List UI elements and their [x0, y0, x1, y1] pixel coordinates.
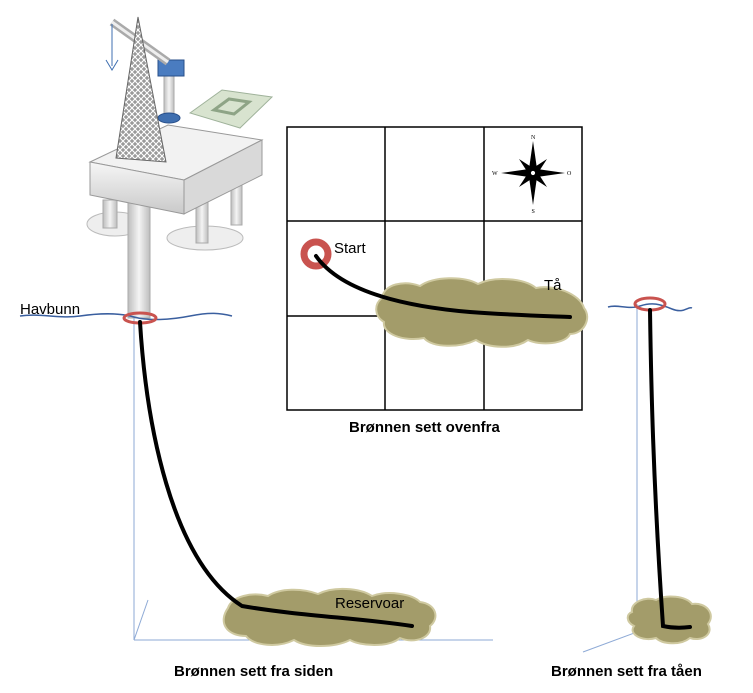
- seabed-label: Havbunn: [20, 301, 80, 318]
- well-path-top: [314, 254, 572, 319]
- compass-label-e: O: [567, 171, 572, 177]
- helipad-mark: [210, 97, 253, 116]
- compass-point-s: [529, 177, 537, 205]
- well-path-toe: [648, 308, 692, 630]
- side-view: Havbunn Reservoar Brønnen sett fra siden: [19, 16, 493, 680]
- drilling-platform: [86, 16, 274, 319]
- compass-label-w: W: [492, 171, 498, 177]
- compass-label-s: S: [532, 209, 535, 215]
- crane-base: [157, 112, 181, 124]
- toe-label: Tå: [544, 277, 562, 294]
- compass-center: [530, 170, 536, 176]
- compass-point-w: [501, 169, 529, 177]
- well-path-side: [138, 320, 414, 628]
- toe-depth-axis: [582, 631, 638, 653]
- compass-point-e: [537, 169, 565, 177]
- toe-view: Brønnen sett fra tåen: [551, 296, 712, 680]
- top-view: N S W O Start Tå Brønnen sett ovenfra: [286, 126, 589, 436]
- caption-toe-view: Brønnen sett fra tåen: [551, 663, 702, 680]
- seabed-line-side: [19, 312, 233, 321]
- reservoir-label: Reservoar: [335, 595, 404, 612]
- start-ring: [300, 238, 332, 270]
- caption-top-view: Brønnen sett ovenfra: [349, 419, 501, 436]
- derrick: [115, 16, 167, 163]
- caption-side-view: Brønnen sett fra siden: [174, 663, 333, 680]
- compass-label-n: N: [531, 135, 536, 141]
- compass-point-n: [529, 141, 537, 169]
- platform-leg-front: [102, 199, 118, 229]
- seabed-line-toe: [607, 303, 693, 312]
- helipad: [188, 89, 274, 129]
- start-label: Start: [334, 240, 367, 257]
- riser-column: [127, 199, 151, 319]
- compass-rose: N S W O: [492, 135, 572, 215]
- deck-side: [183, 139, 263, 215]
- side-depth-axis: [133, 599, 149, 641]
- reservoir-toe: [626, 595, 712, 645]
- crane-hook-arrow: [105, 59, 119, 71]
